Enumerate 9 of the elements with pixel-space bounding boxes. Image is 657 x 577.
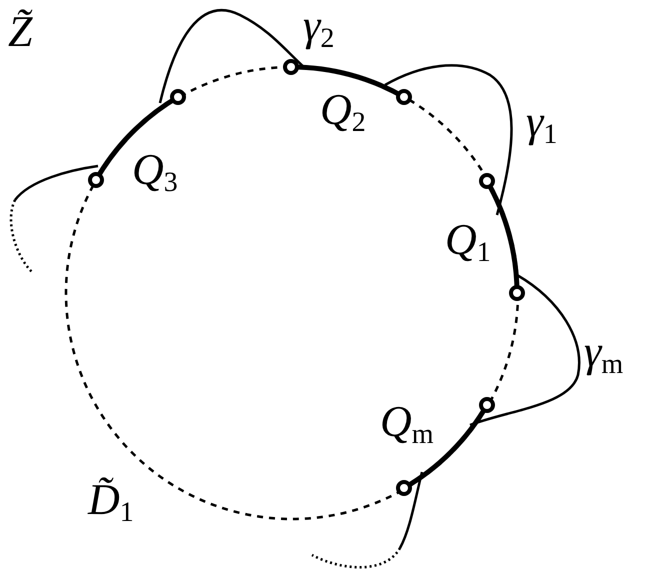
math-label: D̃$_{1}$ (88, 478, 134, 527)
math-label: γ$_{m}$ (584, 330, 624, 379)
math-label: Q$_{m}$ (380, 400, 434, 449)
math-label: γ$_{1}$ (526, 100, 558, 149)
math-label: Z̃ (8, 10, 32, 54)
math-label: Q$_{3}$ (132, 148, 178, 197)
math-label: Q$_{2}$ (320, 88, 366, 137)
math-label: Q$_{1}$ (445, 218, 491, 267)
math-label: γ$_{2}$ (303, 4, 334, 53)
